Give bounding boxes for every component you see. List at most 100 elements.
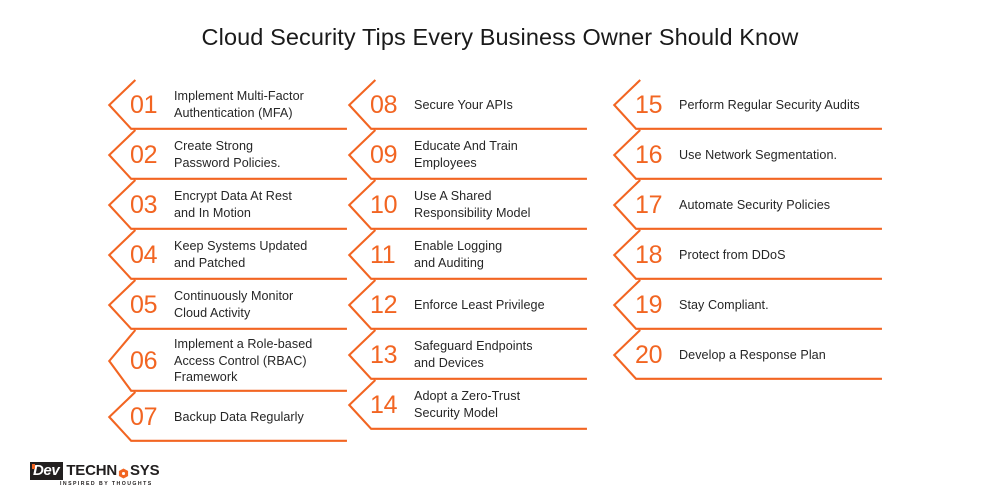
tip-item: 17 Automate Security Policies bbox=[613, 180, 883, 230]
tip-label-line: Encrypt Data At Rest bbox=[174, 189, 292, 204]
tip-item: 07 Backup Data Regularly bbox=[108, 392, 348, 442]
tip-label-line: and Patched bbox=[174, 256, 246, 270]
tip-number: 03 bbox=[130, 190, 158, 219]
tip-label-line: Authentication (MFA) bbox=[174, 106, 293, 120]
tip-number: 07 bbox=[130, 402, 158, 431]
tip-number: 16 bbox=[635, 140, 663, 169]
tip-label: Perform Regular Security Audits bbox=[679, 97, 883, 114]
tip-label-line: Protect from DDoS bbox=[679, 247, 786, 262]
tip-label: Stay Compliant. bbox=[679, 297, 883, 314]
tip-label: Secure Your APIs bbox=[414, 97, 588, 114]
tip-number: 19 bbox=[635, 290, 663, 319]
tip-item-content: 15 Perform Regular Security Audits bbox=[613, 80, 883, 130]
tip-number: 01 bbox=[130, 90, 158, 119]
tip-label-line: Access Control (RBAC) bbox=[174, 353, 307, 368]
page-title: Cloud Security Tips Every Business Owner… bbox=[201, 24, 799, 50]
hexagon-gear-icon bbox=[118, 466, 129, 479]
tip-number: 14 bbox=[370, 390, 398, 419]
tip-label-line: Automate Security Policies bbox=[679, 197, 831, 212]
tip-label-line: Enable Logging bbox=[414, 239, 503, 254]
tip-label-line: Implement Multi-Factor bbox=[174, 89, 304, 104]
tip-item: 20 Develop a Response Plan bbox=[613, 330, 883, 380]
tip-item: 11 Enable Logging and Auditing bbox=[348, 230, 588, 280]
tip-label: Protect from DDoS bbox=[679, 247, 883, 264]
devtechnosys-logo: Dev TECHN SYS INSPIRED BY THOUGHTS bbox=[30, 462, 160, 487]
tip-number: 05 bbox=[130, 290, 158, 319]
tip-label-line: Continuously Monitor bbox=[174, 289, 294, 304]
tip-item-content: 11 Enable Logging and Auditing bbox=[348, 230, 588, 280]
tip-item-content: 18 Protect from DDoS bbox=[613, 230, 883, 280]
tip-number: 06 bbox=[130, 346, 158, 375]
tip-number: 18 bbox=[635, 240, 663, 269]
tip-label: Automate Security Policies bbox=[679, 197, 883, 214]
tip-label-line: and Auditing bbox=[414, 256, 484, 270]
tip-number: 20 bbox=[635, 340, 663, 369]
tip-label-line: Security Model bbox=[414, 406, 498, 420]
tip-number: 10 bbox=[370, 190, 398, 219]
tip-number: 17 bbox=[635, 190, 663, 219]
tip-item-content: 20 Develop a Response Plan bbox=[613, 330, 883, 380]
tip-number: 02 bbox=[130, 140, 158, 169]
tip-label-line: Framework bbox=[174, 370, 238, 385]
logo-wordmark: Dev TECHN SYS bbox=[30, 462, 160, 480]
logo-dev-badge: Dev bbox=[30, 462, 64, 480]
tip-item-content: 19 Stay Compliant. bbox=[613, 280, 883, 330]
tip-label-line: Stay Compliant. bbox=[679, 297, 769, 312]
tip-label: Enforce Least Privilege bbox=[414, 297, 588, 314]
logo-sys-text: SYS bbox=[130, 462, 160, 480]
tip-label-line: Secure Your APIs bbox=[414, 97, 513, 112]
tip-number: 12 bbox=[370, 290, 398, 319]
tip-item: 15 Perform Regular Security Audits bbox=[613, 80, 883, 130]
tip-item: 19 Stay Compliant. bbox=[613, 280, 883, 330]
tip-label-line: Create Strong bbox=[174, 139, 254, 154]
tip-number: 09 bbox=[370, 140, 398, 169]
logo-techn-text: TECHN bbox=[66, 462, 117, 480]
tip-label-line: Adopt a Zero-Trust bbox=[414, 389, 521, 404]
tip-label: Enable Logging and Auditing bbox=[414, 238, 588, 271]
tip-label-line: Responsibility Model bbox=[414, 206, 531, 220]
tip-label-line: and Devices bbox=[414, 356, 484, 370]
tip-label-line: Enforce Least Privilege bbox=[414, 297, 545, 312]
tip-number: 11 bbox=[370, 240, 396, 269]
tip-label-line: Employees bbox=[414, 156, 477, 170]
tip-number: 15 bbox=[635, 90, 663, 119]
tip-number: 04 bbox=[130, 240, 158, 269]
tip-item: 03 Encrypt Data At Rest and In Motion bbox=[108, 180, 348, 230]
tip-item-content: 17 Automate Security Policies bbox=[613, 180, 883, 230]
tip-item-content: 12 Enforce Least Privilege bbox=[348, 280, 588, 330]
tip-item-content: 07 Backup Data Regularly bbox=[108, 392, 348, 442]
tip-label: Backup Data Regularly bbox=[174, 409, 348, 426]
tip-label-line: Develop a Response Plan bbox=[679, 347, 826, 362]
tip-label-line: and In Motion bbox=[174, 206, 251, 220]
tip-label-line: Backup Data Regularly bbox=[174, 409, 304, 424]
tip-label-line: Implement a Role-based bbox=[174, 337, 313, 352]
